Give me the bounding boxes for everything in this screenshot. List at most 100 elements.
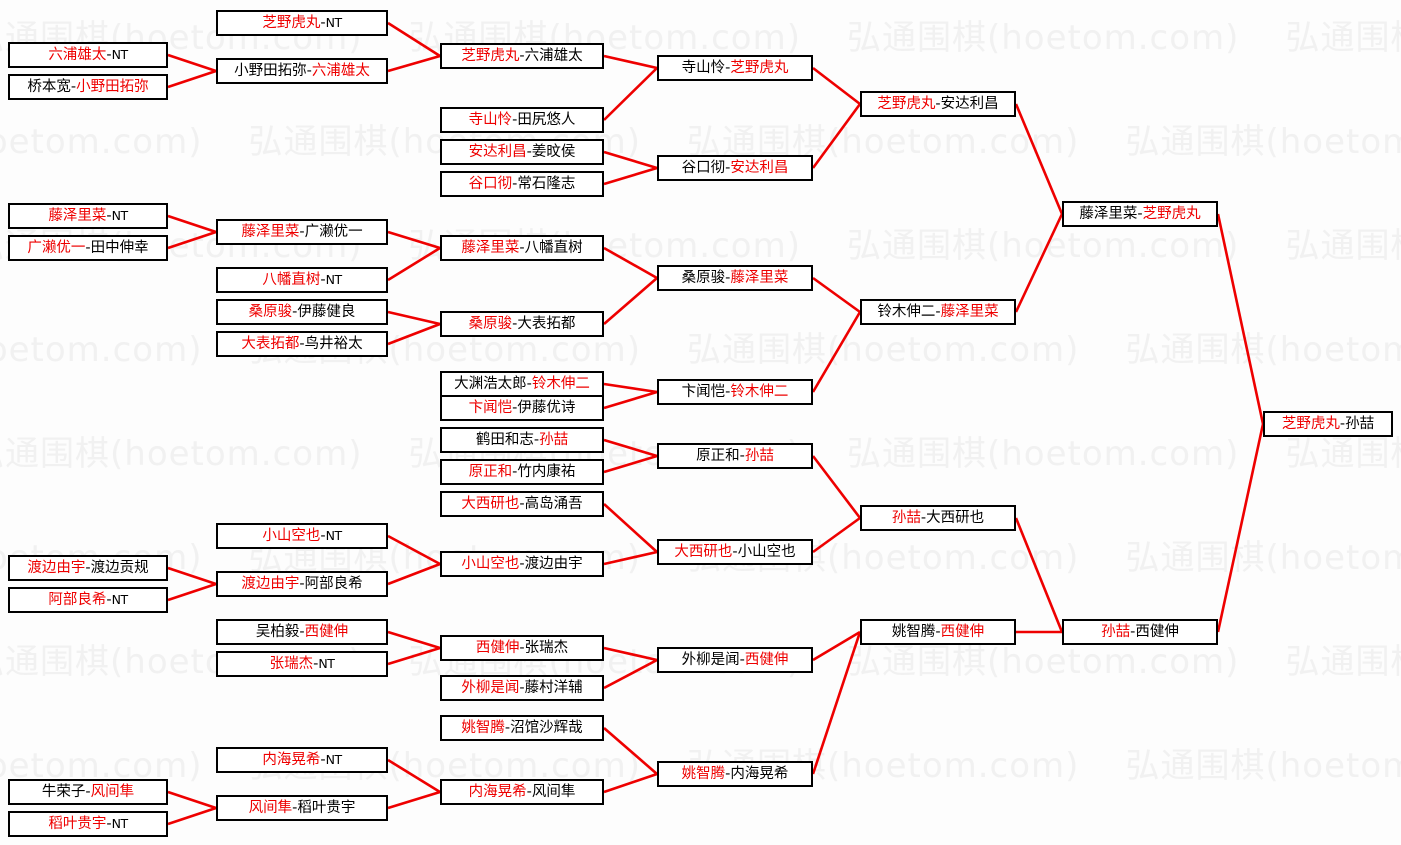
match-separator: - (935, 304, 941, 320)
player-left: 小山空也 (461, 556, 520, 572)
player-right: 稻叶贵宇 (297, 800, 356, 816)
match-box[interactable]: 阿部良希-NT (8, 587, 168, 613)
match-box[interactable]: 藤泽里菜-广濑优一 (216, 219, 388, 245)
match-box[interactable]: 内海晃希-风间隼 (440, 779, 604, 805)
match-box[interactable]: 内海晃希-NT (216, 747, 388, 773)
bracket-connector (167, 69, 217, 89)
match-box[interactable]: 稻叶贵宇-NT (8, 811, 168, 837)
match-box[interactable]: 寺山怜-芝野虎丸 (657, 55, 813, 81)
bracket-connector (603, 454, 658, 474)
match-box[interactable]: 原正和-孙喆 (657, 443, 813, 469)
match-box[interactable]: 芝野虎丸-NT (216, 10, 388, 36)
player-left: 藤泽里菜 (241, 224, 300, 240)
player-right: 孙喆 (1345, 416, 1375, 432)
match-box[interactable]: 卞闻恺-铃木伸二 (657, 379, 813, 405)
match-box[interactable]: 铃木伸二-藤泽里菜 (860, 299, 1016, 325)
bye-label: NT (325, 15, 343, 30)
match-box[interactable]: 外柳是闻-西健伸 (657, 647, 813, 673)
match-box[interactable]: 寺山怜-田尻悠人 (440, 107, 604, 133)
match-box[interactable]: 芝野虎丸-孙喆 (1263, 411, 1393, 437)
match-box[interactable]: 六浦雄太-NT (8, 42, 168, 68)
match-box[interactable]: 八幡直树-NT (216, 267, 388, 293)
bracket-connector (603, 503, 658, 553)
match-box[interactable]: 大表拓都-鸟井裕太 (216, 331, 388, 357)
player-right: 铃木伸二 (531, 376, 590, 392)
match-separator: - (512, 316, 518, 332)
match-separator: - (106, 208, 112, 224)
match-separator: - (106, 816, 112, 832)
match-box[interactable]: 桥本宽-小野田拓弥 (8, 74, 168, 100)
match-box[interactable]: 孙喆-西健伸 (1062, 619, 1218, 645)
match-box[interactable]: 孙喆-大西研也 (860, 505, 1016, 531)
match-separator: - (106, 592, 112, 608)
match-box[interactable]: 小山空也-渡边由宇 (440, 551, 604, 577)
bracket-connector (603, 277, 658, 325)
player-left: 稻叶贵宇 (48, 816, 107, 832)
bracket-connector (387, 21, 441, 58)
match-box[interactable]: 桑原骏-藤泽里菜 (657, 265, 813, 291)
player-left: 谷口彻 (468, 176, 513, 192)
player-left: 阿部良希 (48, 592, 107, 608)
match-box[interactable]: 渡边由宇-阿部良希 (216, 571, 388, 597)
match-box[interactable]: 牛荣子-风间隼 (8, 779, 168, 805)
match-separator: - (299, 576, 305, 592)
match-box[interactable]: 小野田拓弥-六浦雄太 (216, 58, 388, 84)
player-right: 西健伸 (940, 624, 985, 640)
match-box[interactable]: 藤泽里菜-八幡直树 (440, 235, 604, 261)
match-box[interactable]: 张瑞杰-NT (216, 651, 388, 677)
player-left: 原正和 (468, 464, 513, 480)
match-box[interactable]: 姚智腾-沼馆沙辉哉 (440, 715, 604, 741)
match-box[interactable]: 藤泽里菜-NT (8, 203, 168, 229)
match-box[interactable]: 大渊浩太郎-铃木伸二 (440, 371, 604, 397)
player-left: 桑原骏 (248, 304, 293, 320)
match-box[interactable]: 大西研也-小山空也 (657, 539, 813, 565)
bracket-connector (811, 311, 862, 393)
bracket-connector (812, 630, 861, 662)
player-right: 大西研也 (926, 510, 985, 526)
bracket-connector (167, 53, 217, 73)
match-box[interactable]: 谷口彻-安达利昌 (657, 155, 813, 181)
match-separator: - (725, 384, 731, 400)
match-box[interactable]: 广濑优一-田中伸幸 (8, 235, 168, 261)
match-box[interactable]: 小山空也-NT (216, 523, 388, 549)
match-separator: - (299, 624, 305, 640)
match-box[interactable]: 原正和-竹内康祐 (440, 459, 604, 485)
match-separator: - (526, 784, 532, 800)
match-box[interactable]: 吴柏毅-西健伸 (216, 619, 388, 645)
match-box[interactable]: 桑原骏-伊藤健良 (216, 299, 388, 325)
player-left: 芝野虎丸 (461, 48, 520, 64)
bracket-connector (603, 67, 658, 121)
match-box[interactable]: 藤泽里菜-芝野虎丸 (1062, 201, 1218, 227)
match-box[interactable]: 桑原骏-大表拓都 (440, 311, 604, 337)
bracket-connector (1216, 213, 1265, 425)
match-separator: - (725, 160, 731, 176)
match-box[interactable]: 安达利昌-姜旼侯 (440, 139, 604, 165)
bracket-connector (812, 66, 861, 106)
match-separator: - (320, 15, 326, 31)
player-left: 大西研也 (461, 496, 520, 512)
match-box[interactable]: 大西研也-高岛涌吾 (440, 491, 604, 517)
player-right: 伊藤健良 (297, 304, 356, 320)
match-box[interactable]: 芝野虎丸-安达利昌 (860, 91, 1016, 117)
match-box[interactable]: 谷口彻-常石隆志 (440, 171, 604, 197)
match-separator: - (519, 496, 525, 512)
match-separator: - (533, 432, 540, 448)
match-box[interactable]: 鹤田和志-孙喆 (440, 427, 604, 453)
match-separator: - (519, 680, 525, 696)
match-separator: - (320, 528, 326, 544)
match-box[interactable]: 渡边由宇-渡边贡规 (8, 555, 168, 581)
match-box[interactable]: 风间隼-稻叶贵宇 (216, 795, 388, 821)
match-separator: - (725, 270, 731, 286)
match-box[interactable]: 西健伸-张瑞杰 (440, 635, 604, 661)
player-right: 安达利昌 (940, 96, 999, 112)
bracket-connector (1014, 213, 1064, 313)
player-left: 卞闻恺 (468, 400, 513, 416)
match-box[interactable]: 外柳是闻-藤村洋辅 (440, 675, 604, 701)
match-separator: - (725, 60, 731, 76)
match-box[interactable]: 芝野虎丸-六浦雄太 (440, 43, 604, 69)
match-box[interactable]: 姚智腾-内海晃希 (657, 761, 813, 787)
match-box[interactable]: 卞闻恺-伊藤优诗 (440, 395, 604, 421)
match-box[interactable]: 姚智腾-西健伸 (860, 619, 1016, 645)
bracket-connector (387, 230, 441, 250)
